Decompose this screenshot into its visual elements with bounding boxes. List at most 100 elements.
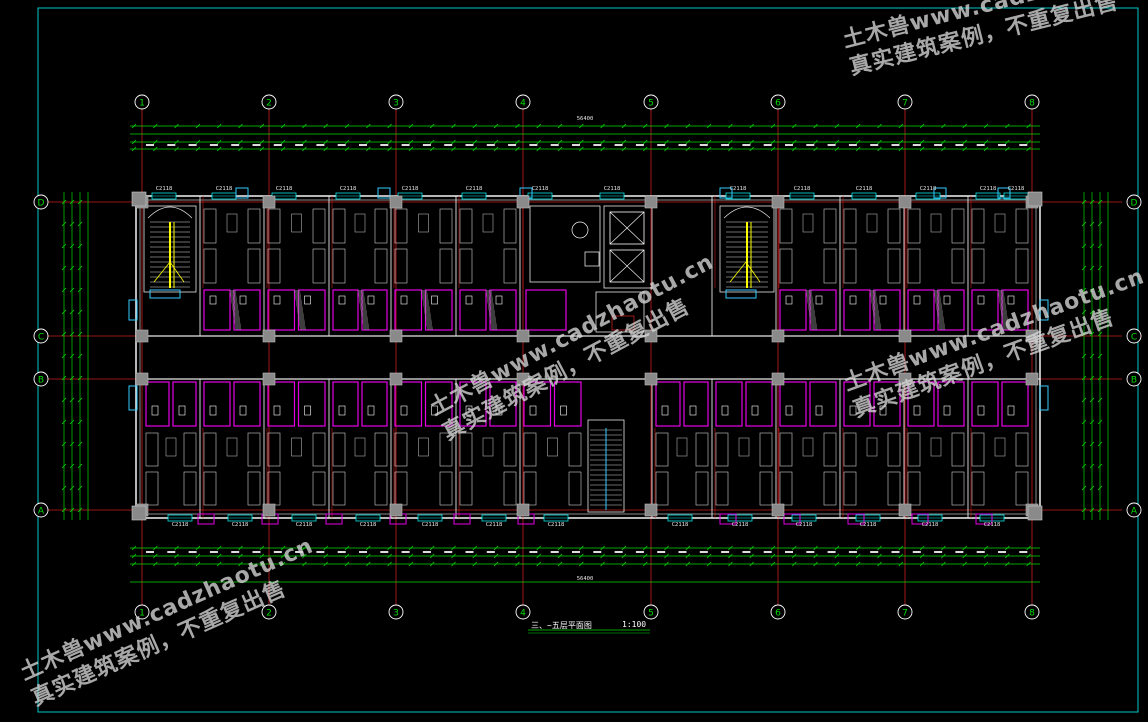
dim-tick <box>1089 375 1095 381</box>
dim-tick <box>69 463 75 469</box>
structural-column <box>389 372 403 386</box>
dim-tick <box>706 139 712 145</box>
dim-tick <box>685 123 691 129</box>
desk <box>930 213 942 233</box>
bed <box>887 471 901 506</box>
elevator-shaft-0 <box>609 211 645 245</box>
bed <box>887 208 901 244</box>
toilet-fixture <box>495 405 503 416</box>
hatch <box>809 289 817 331</box>
dim-tick <box>962 561 967 567</box>
dim-tick <box>962 139 967 145</box>
dim-tick <box>61 287 67 293</box>
dim-tick <box>1089 199 1095 205</box>
toilet-fixture <box>465 295 473 305</box>
window-sill <box>453 513 471 525</box>
dim-tick <box>1089 441 1095 447</box>
dim-tick <box>77 243 83 249</box>
toilet-block <box>459 289 487 331</box>
dim-tick <box>983 561 989 567</box>
dim-tick <box>600 139 605 145</box>
hatch <box>230 289 238 331</box>
dim-tick <box>728 545 733 551</box>
toilet-block <box>489 381 517 427</box>
dim-tick <box>749 123 754 129</box>
dim-number-mark <box>188 551 197 553</box>
dim-tick <box>472 146 478 152</box>
hatch <box>358 289 366 331</box>
toilet-block <box>873 381 901 427</box>
dim-number-mark <box>316 144 325 146</box>
dim-tick <box>238 545 243 551</box>
side-window-west <box>128 385 138 411</box>
bed <box>203 248 217 284</box>
dim-number-mark <box>252 551 261 553</box>
dim-tick <box>898 553 904 559</box>
dim-tick <box>1081 463 1087 469</box>
dim-tick <box>195 545 201 551</box>
dim-tick <box>877 139 882 145</box>
dim-tick <box>1026 545 1031 551</box>
dim-tick <box>1081 287 1087 293</box>
bed <box>759 432 773 467</box>
toilet-fixture <box>338 295 346 305</box>
window-label-north: C2118 <box>920 186 937 192</box>
toilet-fixture <box>560 405 567 416</box>
dim-number-mark <box>934 144 943 146</box>
dim-number-mark <box>827 144 836 146</box>
toilet-block <box>267 289 296 331</box>
grid-bubble-6 <box>770 94 786 110</box>
dim-number-mark <box>912 551 921 553</box>
dim-tick <box>855 146 861 152</box>
elevator-shaft-1 <box>609 249 645 283</box>
hatch <box>1000 289 1008 331</box>
window-sill <box>719 187 733 199</box>
dim-tick <box>323 139 328 145</box>
dim-tick <box>642 553 648 559</box>
hatch <box>426 289 433 331</box>
toilet-block <box>843 381 871 427</box>
dim-number-mark <box>209 144 218 146</box>
dim-tick <box>642 561 648 567</box>
toilet-block <box>203 381 231 427</box>
dim-tick <box>69 441 75 447</box>
dim-number-mark <box>295 144 304 146</box>
toilet-fixture <box>721 405 729 416</box>
toilet-block <box>523 381 552 427</box>
dim-tick <box>983 146 989 152</box>
dim-tick <box>69 485 75 491</box>
window-sill <box>783 513 801 525</box>
stair-window <box>149 289 181 299</box>
dim-tick <box>621 545 627 551</box>
dim-tick <box>1089 419 1095 425</box>
dim-number-mark <box>572 551 580 553</box>
toilet-block <box>394 381 423 427</box>
dim-tick <box>962 146 967 152</box>
dim-number-mark <box>337 551 346 553</box>
dim-tick <box>61 463 67 469</box>
dim-tick <box>557 123 563 129</box>
toilet-fixture <box>431 405 438 416</box>
grid-bubble-label: 6 <box>775 609 781 619</box>
toilet-block <box>655 381 681 427</box>
bed <box>183 471 197 506</box>
dim-tick <box>919 553 925 559</box>
dim-tick <box>323 123 328 129</box>
bed <box>374 432 388 467</box>
dim-tick <box>77 375 83 381</box>
toilet-block <box>907 381 935 427</box>
dim-tick <box>69 199 75 205</box>
dim-tick <box>344 139 350 145</box>
dim-number-mark <box>848 144 857 146</box>
structural-column <box>644 503 658 517</box>
desk <box>676 437 688 457</box>
structural-column <box>516 372 530 386</box>
dim-tick <box>259 146 265 152</box>
stair-arrow <box>153 261 185 283</box>
dim-tick <box>302 146 307 152</box>
grid-bubble-6 <box>770 604 786 620</box>
structural-column <box>1025 329 1039 343</box>
dim-number-mark <box>380 551 389 553</box>
desk <box>738 437 750 457</box>
